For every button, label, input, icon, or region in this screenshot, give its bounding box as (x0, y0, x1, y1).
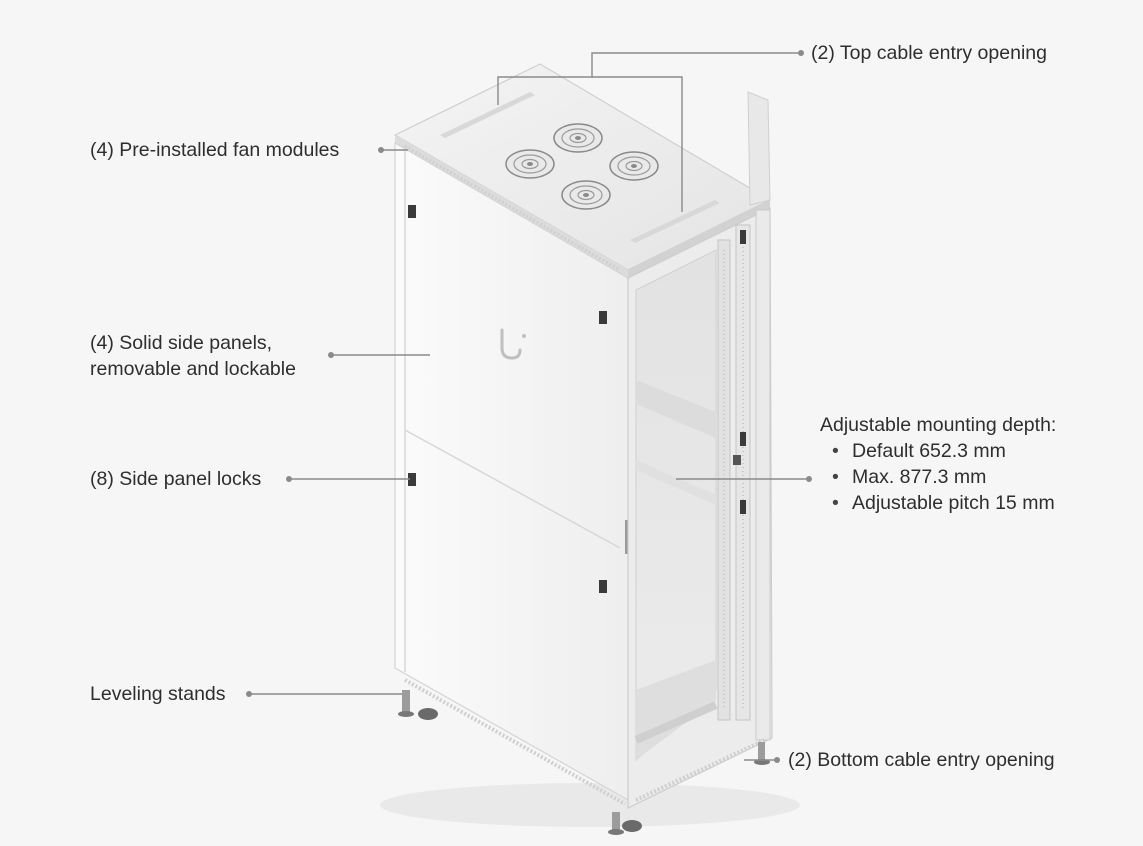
side-panel-seam (404, 429, 621, 549)
fan-icon (553, 123, 603, 153)
mounting-depth-heading: Adjustable mounting depth: (820, 414, 1057, 436)
callout-top-cable-entry: (2) Top cable entry opening (811, 42, 1047, 64)
callout-side-panels-line2: removable and lockable (90, 358, 296, 380)
cabinet-front-frame (404, 91, 773, 809)
fan-icon (561, 180, 611, 210)
caster-wheel-icon (418, 708, 438, 720)
top-cable-opening-right (630, 200, 720, 243)
callout-bottom-cable-entry: (2) Bottom cable entry opening (788, 749, 1055, 771)
callout-side-panels-line1: (4) Solid side panels, (90, 332, 273, 354)
mounting-rail (717, 239, 731, 721)
fan-icon (609, 151, 659, 181)
callout-side-panel-locks: (8) Side panel locks (90, 468, 262, 490)
callout-leveling-stands: Leveling stands (90, 683, 226, 705)
callout-fan-modules: (4) Pre-installed fan modules (90, 139, 340, 161)
list-item: •Adjustable pitch 15 mm (832, 492, 1055, 514)
side-panel-lock-icon (408, 473, 416, 486)
cabinet-side-face (394, 141, 630, 802)
side-panel-lock-icon (408, 205, 416, 218)
cabinet-top-panel (393, 63, 772, 278)
side-panel-lock-icon (599, 311, 607, 324)
list-item: •Max. 877.3 mm (832, 466, 987, 488)
leader-top-cable-branch (592, 76, 683, 212)
brand-logo-icon (500, 328, 522, 360)
fan-modules (505, 123, 659, 210)
top-cable-opening-left (440, 92, 535, 138)
leader-dots (246, 50, 812, 763)
leveling-stands (398, 690, 770, 835)
side-panel-lock-icon (599, 580, 607, 593)
mounting-rail (735, 224, 751, 721)
mounting-depth-list: •Default 652.3 mm •Max. 877.3 mm •Adjust… (820, 438, 1056, 516)
callout-mounting-depth: Adjustable mounting depth: •Default 652.… (820, 412, 1056, 516)
list-item: •Default 652.3 mm (832, 440, 1006, 462)
leader-lines (250, 52, 808, 761)
caster-wheel-icon (622, 820, 642, 832)
fan-icon (505, 149, 555, 179)
